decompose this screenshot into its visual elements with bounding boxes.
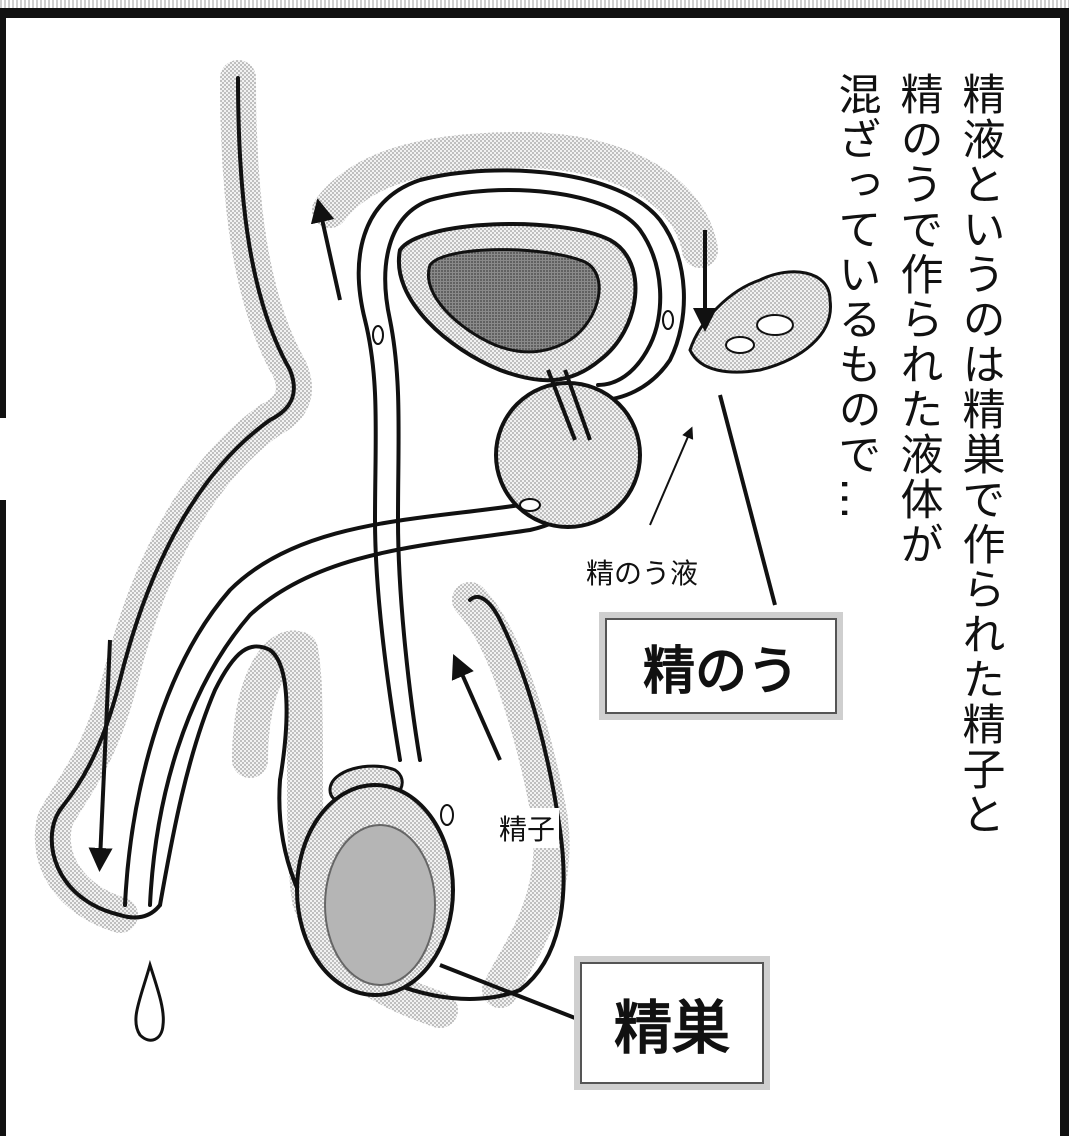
caption-line-2: 精のうで作られた液体が: [887, 72, 949, 837]
label-testis: 精巣: [580, 962, 764, 1084]
droplet-icon: [136, 965, 163, 1040]
label-sperm: 精子: [495, 808, 559, 848]
seminal-vesicle: [690, 272, 830, 372]
label-seminal-vesicle-text: 精のう: [643, 629, 799, 704]
caption-line-1: 精液というのは精巣で作られた精子と: [949, 72, 1011, 837]
label-testis-text: 精巣: [614, 981, 730, 1065]
caption-text: 精液というのは精巣で作られた精子と 精のうで作られた液体が 混ざっているもので…: [825, 72, 1011, 837]
label-seminal-fluid: 精のう液: [582, 552, 702, 592]
label-seminal-vesicle: 精のう: [605, 618, 837, 714]
prostate: [496, 370, 640, 527]
bladder: [399, 224, 636, 380]
caption-line-3: 混ざっているもので…: [825, 72, 887, 837]
